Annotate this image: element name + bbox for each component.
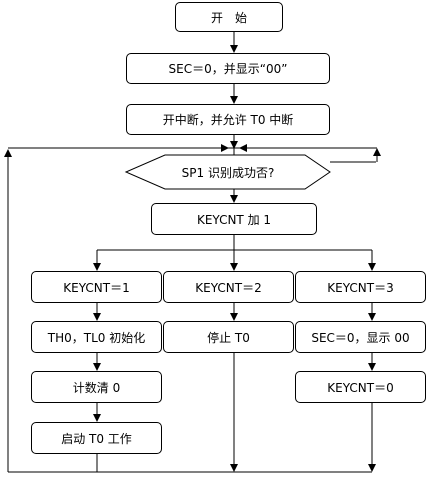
decision-diamond [124,154,331,190]
enable-interrupt-node: 开中断，并允许 T0 中断 [126,104,330,135]
decision-label: SP1 识别成功否? [181,165,275,180]
start-node: 开 始 [175,2,283,32]
init-display-node: SEC＝0，并显示“00” [126,53,330,84]
case3-step2-node: KEYCNT＝0 [295,371,426,403]
case1-step3-node: 启动 T0 工作 [31,422,162,454]
case1-step2-node: 计数清 0 [31,371,162,403]
case1-node: KEYCNT＝1 [31,271,162,303]
case3-node: KEYCNT＝3 [295,271,426,303]
case2-node: KEYCNT＝2 [163,271,294,303]
case3-step1-node: SEC＝0，显示 00 [295,321,426,353]
keycnt-inc-node: KEYCNT 加 1 [151,203,317,235]
case2-step1-node: 停止 T0 [163,321,294,353]
case1-step1-node: TH0，TL0 初始化 [31,321,162,353]
